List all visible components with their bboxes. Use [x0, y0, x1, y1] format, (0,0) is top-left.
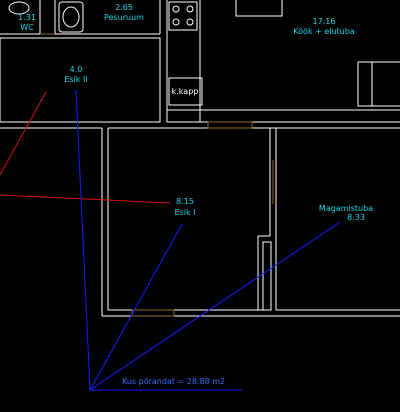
- dimension-line: [0, 91, 47, 176]
- table-icon: [235, 0, 283, 17]
- walls: [0, 0, 400, 317]
- toilet-icon: [8, 1, 30, 15]
- room-name-esik2: Esik II: [64, 75, 87, 84]
- room-name-wc: WC: [20, 23, 34, 32]
- room-area-wc: 1.31: [18, 13, 36, 22]
- fridge-label: k.kapp: [172, 87, 199, 96]
- room-name-kook: Köök + elutuba: [293, 27, 355, 36]
- burner-icon: [172, 18, 180, 26]
- sofa-icon: [357, 61, 400, 107]
- leader-lines: [75, 89, 341, 391]
- room-area-esik1: 8.15: [176, 197, 194, 206]
- room-area-magamistuba: 8.33: [347, 213, 365, 222]
- dimension-line: [0, 194, 171, 204]
- fridge-icon: [168, 77, 203, 106]
- leader-line: [75, 89, 91, 391]
- leader-line: [89, 221, 341, 391]
- basin-icon: [62, 6, 80, 28]
- burner-icon: [172, 5, 180, 13]
- door: [207, 121, 253, 129]
- sink-icon: [58, 1, 84, 33]
- red-lines: [0, 91, 171, 204]
- burner-icon: [186, 5, 194, 13]
- room-area-kook: 17.16: [313, 17, 336, 26]
- room-area-esik2: 4.0: [70, 65, 83, 74]
- room-name-pesuruum: Pesuruum: [104, 13, 144, 22]
- room-area-pesuruum: 2.65: [115, 3, 133, 12]
- closet-icon: [262, 241, 272, 311]
- stove-icon: [168, 1, 198, 31]
- stove-burners: [172, 5, 194, 26]
- leader-line: [89, 223, 183, 391]
- burner-icon: [186, 18, 194, 26]
- door: [131, 309, 175, 317]
- total-area-note: Kus põrandat = 28.88 m2: [122, 377, 225, 386]
- room-name-esik1: Esik I: [175, 208, 196, 217]
- doors: [40, 33, 274, 317]
- room-name-magamistuba: Magamistuba: [319, 204, 373, 213]
